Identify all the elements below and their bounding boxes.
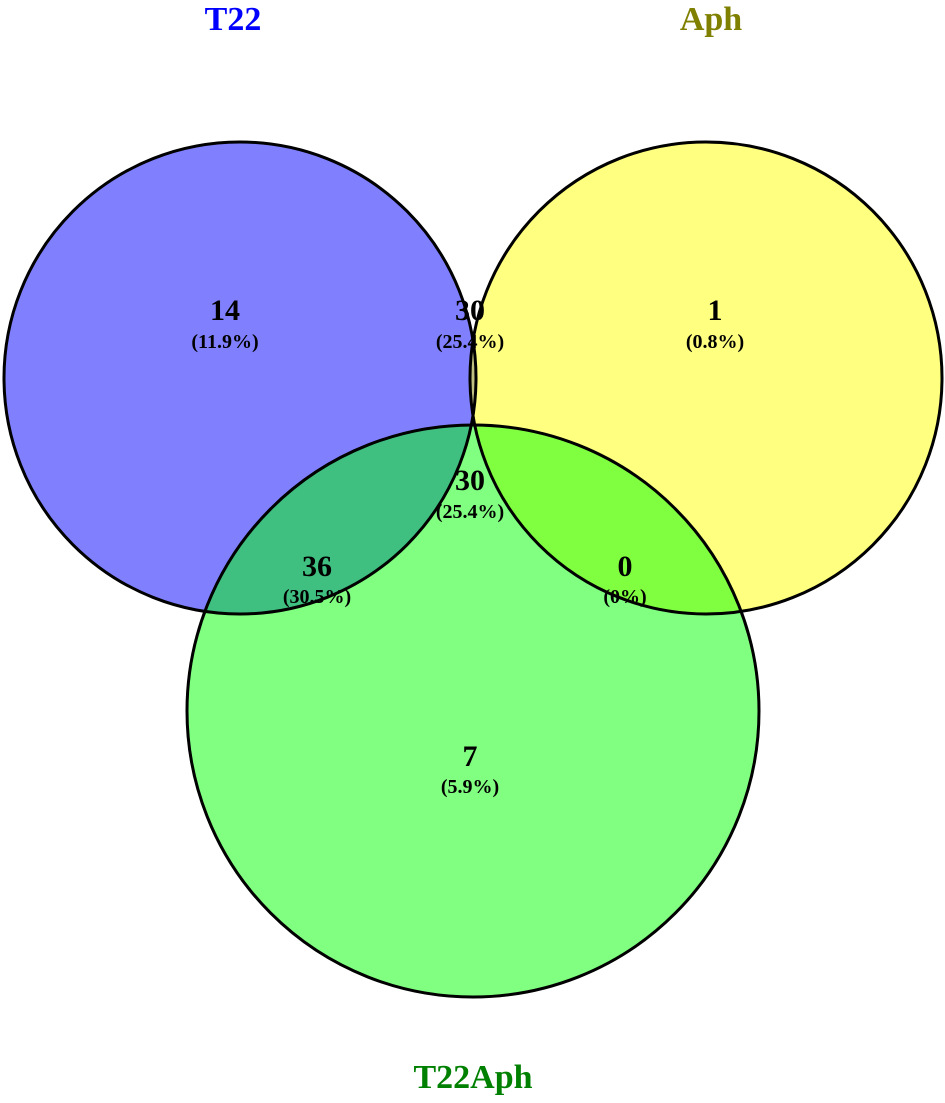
region-t22-aph-percent: (25.4%) xyxy=(436,331,504,353)
region-all-three-percent: (25.4%) xyxy=(436,501,504,523)
region-aph-only-percent: (0.8%) xyxy=(686,331,744,353)
region-aph-t22aph-percent: (0%) xyxy=(603,586,646,608)
region-t22-t22aph-percent: (30.5%) xyxy=(283,586,351,608)
region-all-three-count: 30 xyxy=(455,464,485,497)
set-label-aph: Aph xyxy=(680,1,742,38)
aph-t22aph-overlap xyxy=(470,425,759,614)
region-t22-t22aph-count: 36 xyxy=(302,550,332,583)
t22-outline xyxy=(2,140,478,616)
region-t22-aph-count: 30 xyxy=(455,294,485,327)
t22aph-outline xyxy=(185,423,761,999)
t22-t22aph-overlap xyxy=(187,425,476,614)
region-aph-only-count: 1 xyxy=(708,294,723,327)
aph-outline xyxy=(468,140,944,616)
set-label-t22: T22 xyxy=(205,1,262,38)
region-t22aph-only-percent: (5.9%) xyxy=(441,776,499,798)
set-label-t22aph: T22Aph xyxy=(413,1059,532,1096)
region-t22-only-percent: (11.9%) xyxy=(191,331,258,353)
region-aph-t22aph-count: 0 xyxy=(618,550,633,583)
region-t22aph-only-count: 7 xyxy=(463,740,478,773)
region-t22-only-count: 14 xyxy=(210,294,240,327)
